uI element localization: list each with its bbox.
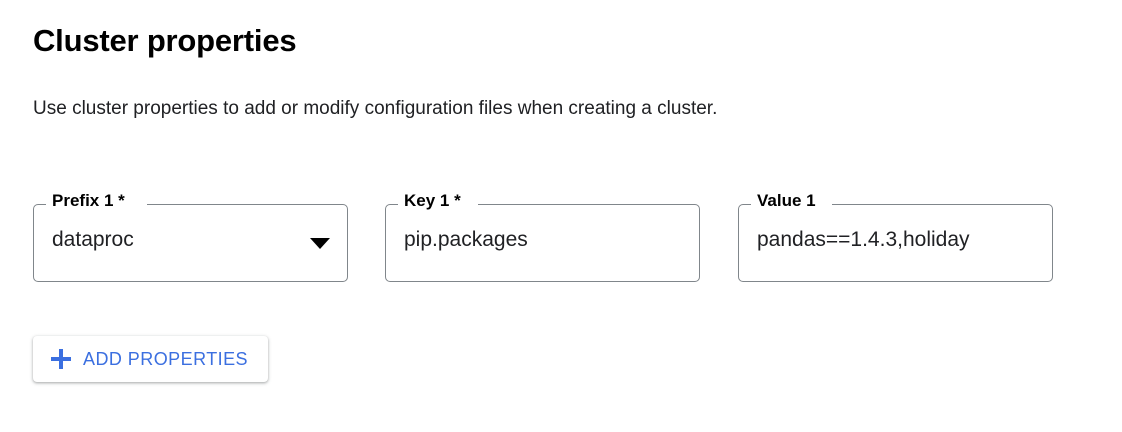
prefix-label: Prefix 1 *: [49, 191, 128, 211]
page-title: Cluster properties: [33, 23, 297, 58]
key-input[interactable]: Key 1 * pip.packages: [385, 191, 700, 282]
key-label: Key 1 *: [401, 191, 464, 211]
chevron-down-icon[interactable]: [310, 238, 330, 249]
prefix-select[interactable]: Prefix 1 * dataproc: [33, 191, 348, 282]
add-properties-button[interactable]: ADD PROPERTIES: [33, 336, 269, 382]
prefix-value: dataproc: [52, 228, 134, 251]
key-value: pip.packages: [404, 228, 528, 251]
page-description: Use cluster properties to add or modify …: [33, 98, 718, 119]
value-input[interactable]: Value 1 pandas==1.4.3,holiday: [738, 191, 1053, 282]
plus-icon: [51, 349, 71, 369]
value-value: pandas==1.4.3,holiday: [757, 228, 970, 251]
value-label: Value 1: [754, 191, 819, 211]
add-properties-label: ADD PROPERTIES: [83, 349, 249, 369]
